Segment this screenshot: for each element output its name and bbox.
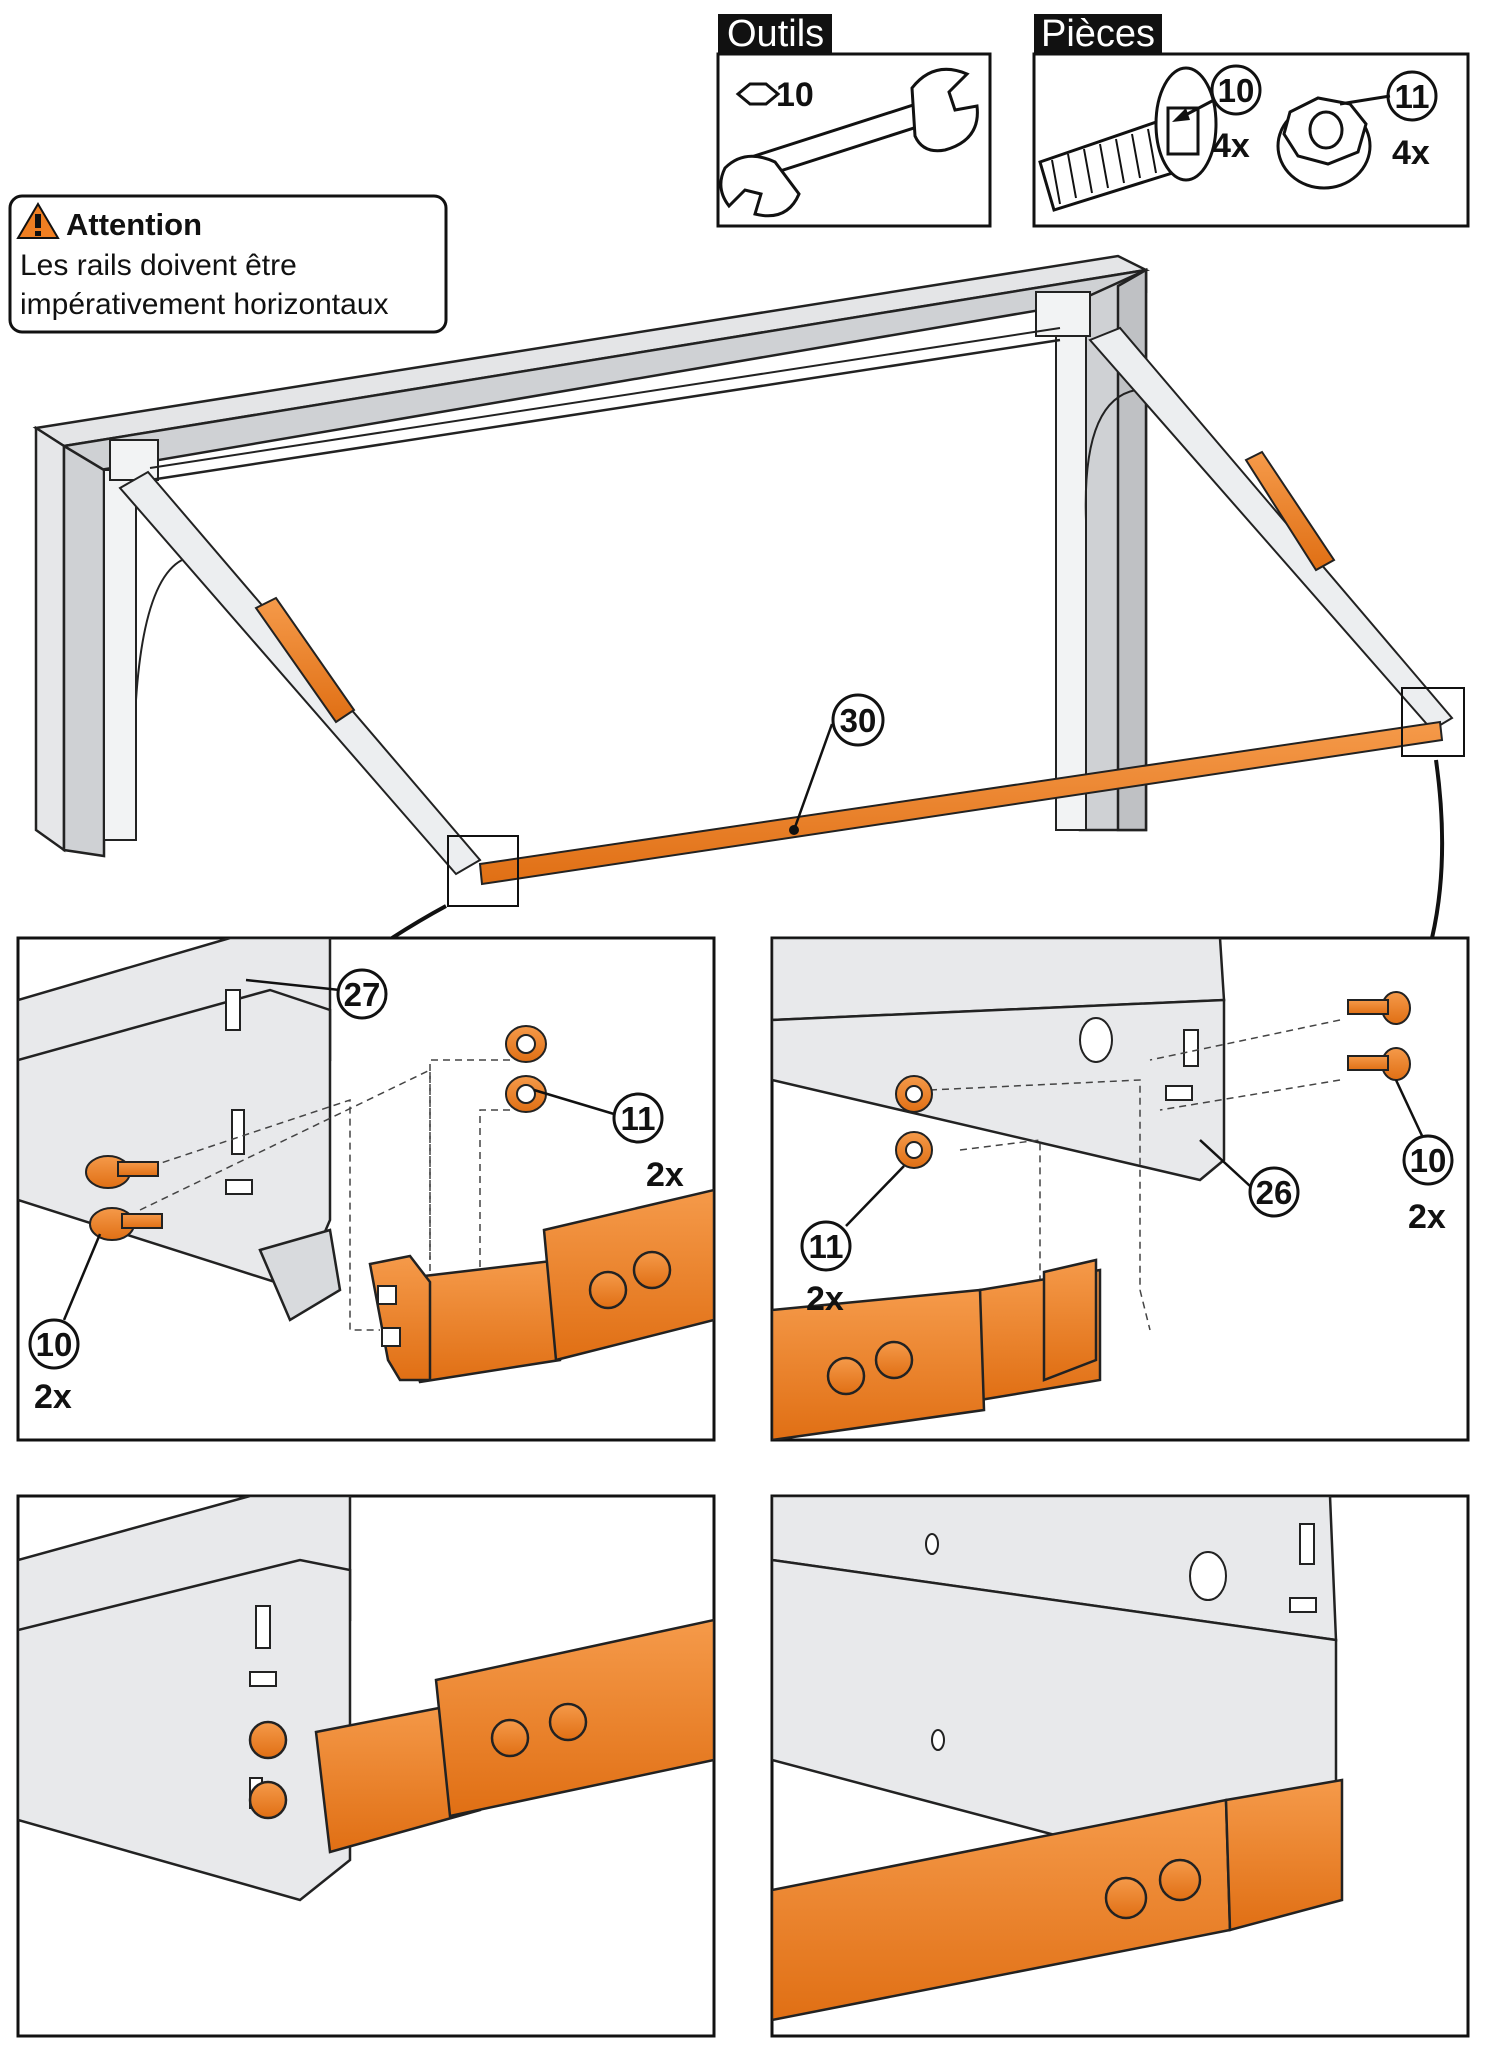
left-bolt-qty: 2x [34, 1378, 72, 1416]
zoom-marker-left [447, 835, 519, 907]
warning-icon [16, 202, 60, 239]
part-ref-1: 10 [1218, 72, 1255, 109]
warning-line-2: impérativement horizontaux [20, 288, 389, 321]
left-vertical-rail [103, 439, 183, 841]
bar-ref: 30 [840, 702, 877, 739]
part-qty-2: 4x [1392, 134, 1430, 172]
right-rail-ref: 26 [1256, 1174, 1293, 1211]
parts-header: Pièces [1041, 13, 1155, 55]
tools-header: Outils [727, 13, 824, 55]
right-vertical-rail [1035, 291, 1137, 831]
warning-title: Attention [66, 207, 202, 242]
right-horizontal-rail [1088, 326, 1454, 732]
zoom-marker-right [1401, 687, 1465, 757]
left-nut-ref: 11 [621, 1100, 656, 1137]
cross-bar [478, 720, 1444, 886]
warning-box: Attention Les rails doivent être impérat… [8, 194, 448, 334]
flange-nut-icon [1276, 96, 1372, 190]
carriage-bolt-icon [1038, 66, 1218, 212]
left-nut-qty: 2x [646, 1156, 684, 1194]
wrench-icon [719, 67, 979, 218]
detail-left-exploded: 27 11 2x 10 2x [16, 936, 716, 1442]
right-bolt-qty: 2x [1408, 1198, 1446, 1236]
left-horizontal-rail [118, 470, 482, 876]
detail-left-assembled [16, 1494, 716, 2038]
detail-right-exploded: 26 11 2x 10 2x [770, 936, 1470, 1442]
warning-line-1: Les rails doivent être [20, 249, 297, 282]
door-frame [32, 254, 1151, 858]
tools-panel: Outils 10 [716, 13, 992, 228]
right-nut-ref: 11 [809, 1228, 844, 1265]
parts-panel: Pièces 10 4x 11 4x [1032, 13, 1470, 228]
part-qty-1: 4x [1212, 127, 1250, 165]
hex-icon [735, 82, 781, 106]
detail-right-assembled [770, 1494, 1470, 2038]
left-rail-ref: 27 [344, 976, 381, 1013]
left-bolt-ref: 10 [36, 1326, 73, 1363]
wrench-size: 10 [776, 76, 814, 114]
top-rail [149, 338, 1061, 482]
right-bolt-ref: 10 [1410, 1142, 1447, 1179]
part-ref-2: 11 [1395, 78, 1430, 115]
right-nut-qty: 2x [806, 1280, 844, 1318]
